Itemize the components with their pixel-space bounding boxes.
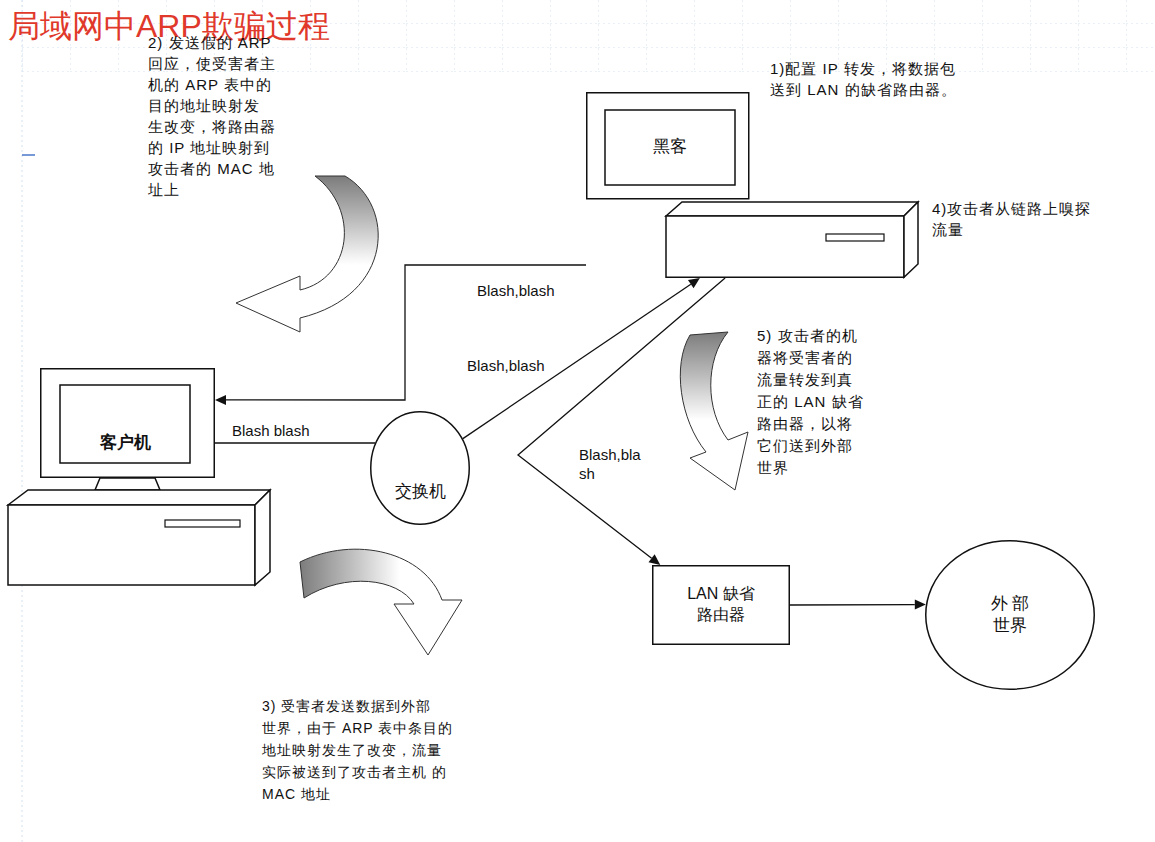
connector-line xyxy=(215,442,375,443)
step-callout: 1)配置 IP 转发，将数据包 送到 LAN 的缺省路由器。 xyxy=(770,58,970,100)
node-label: 交换机 xyxy=(370,481,470,503)
client-computer: 客户机 xyxy=(40,368,215,478)
slide-tick xyxy=(22,154,35,156)
edge-label: Blash,bla sh xyxy=(578,445,650,483)
step-callout: 3) 受害者发送数据到外部 世界，由于 ARP 表中条目的 地址映射发生了改变，… xyxy=(262,695,458,805)
connector-line xyxy=(463,284,691,438)
drive-slot xyxy=(826,234,884,241)
monitor-frame xyxy=(587,93,749,199)
node-ellipse xyxy=(371,412,470,525)
node-rect xyxy=(653,566,790,645)
node-label: 黑客 xyxy=(605,136,735,158)
switch-circle: 交换机 xyxy=(370,411,470,525)
node-ellipse xyxy=(926,541,1095,690)
connector-arrow xyxy=(215,443,375,444)
computer-case-front xyxy=(8,505,255,585)
connector-line xyxy=(518,278,725,558)
curved-step-arrow xyxy=(680,332,748,490)
world-ellipse: 外 部 世界 xyxy=(925,540,1095,690)
drive-slot xyxy=(165,520,240,527)
edge-label: Blash blash xyxy=(231,421,311,440)
connector-line xyxy=(226,265,586,400)
curved-step-arrow xyxy=(300,549,462,655)
connector-line xyxy=(790,604,915,606)
arrow-head xyxy=(915,600,926,610)
computer-case-side xyxy=(255,490,270,585)
step-callout: 2) 发送假的 ARP 回应，使受害者主 机的 ARP 表中的 目的地址映射发 … xyxy=(148,32,288,200)
node-label: 外 部 世界 xyxy=(988,593,1032,637)
node-label: LAN 缺省 路由器 xyxy=(683,584,759,626)
computer-case-top xyxy=(666,202,918,216)
node-outline xyxy=(40,368,215,478)
node-outline xyxy=(370,411,470,525)
node-outline xyxy=(925,540,1095,690)
arrow-head xyxy=(215,395,226,405)
slide-margin-line xyxy=(22,0,23,842)
router-box: LAN 缺省 路由器 xyxy=(652,565,790,645)
attacker-computer: 黑客 xyxy=(586,92,918,278)
monitor-screen xyxy=(605,110,735,185)
node-outline xyxy=(586,92,918,278)
connector-arrow xyxy=(215,265,586,405)
step-callout: 5) 攻击者的机 器将受害者的 流量转发到真 正的 LAN 缺省 路由器，以将 … xyxy=(757,325,875,479)
monitor-stand xyxy=(95,478,160,490)
connector-arrow xyxy=(518,278,725,565)
computer-case-front xyxy=(666,216,904,277)
node-outline xyxy=(652,565,790,645)
node-label: 客户机 xyxy=(60,432,190,454)
connector-arrow xyxy=(463,278,700,439)
monitor-frame xyxy=(41,369,215,478)
arrow-head xyxy=(688,278,700,288)
edge-label: Blash,blash xyxy=(476,281,556,300)
computer-case-top xyxy=(8,490,270,505)
curved-step-arrow xyxy=(236,176,378,332)
monitor-screen xyxy=(60,385,190,463)
connector-arrow xyxy=(790,600,926,610)
arrow-head xyxy=(649,554,661,565)
computer-case-side xyxy=(904,202,918,277)
edge-label: Blash,blash xyxy=(466,356,546,375)
step-callout: 4)攻击者从链路上嗅探 流量 xyxy=(932,198,1094,240)
